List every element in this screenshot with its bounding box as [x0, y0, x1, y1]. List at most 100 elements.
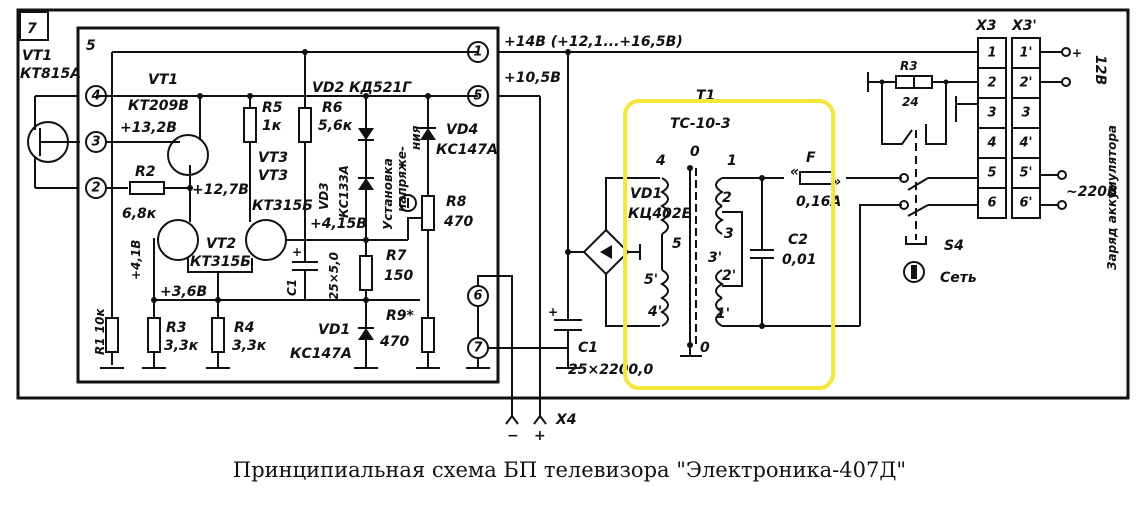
pin-6: 6 [467, 285, 489, 307]
tap-2: 2 [722, 190, 732, 206]
r8-label: R8 [446, 194, 467, 210]
tap-4p: 4' [647, 304, 662, 320]
svg-text:1: 1 [473, 45, 482, 60]
pin-1: 1 [467, 41, 489, 63]
c1-inner-label: C1 [285, 279, 299, 296]
label-12v: 12В [1092, 55, 1108, 85]
vd3-type: КС133А [337, 165, 351, 218]
vt2-type: КТ315Б [190, 254, 251, 270]
fuse-label: F [806, 150, 816, 166]
tap-4: 4 [655, 153, 666, 169]
pin-2: 2 [85, 177, 107, 199]
x3p-connector: 1'2'34'5'6' [1011, 37, 1041, 219]
x3p-pin-cell [1011, 187, 1041, 219]
r7-value: 150 [384, 268, 413, 284]
tap-3: 3 [724, 226, 734, 242]
s4-label: S4 [944, 238, 964, 254]
x3p-pin-label: 3 [1021, 106, 1030, 121]
voltage-13-2: +13,2В [120, 120, 177, 136]
x3-pin-label: 1 [987, 46, 996, 61]
r2-resistor [129, 181, 165, 195]
voltage-4-15: +4,15В [310, 216, 367, 232]
x3p-pin-cell [1011, 97, 1041, 129]
x3-pin-cell [977, 187, 1007, 219]
block-7-number: 7 [27, 21, 37, 37]
x3p-pin-cell [1011, 157, 1041, 189]
vd2-label: VD2 КД521Г [312, 80, 412, 96]
pin-5: 5 [467, 85, 489, 107]
tap-2p: 2' [722, 268, 736, 284]
pin-3: 3 [85, 131, 107, 153]
c2-value: 0,01 [782, 252, 817, 268]
s4-switch [905, 236, 927, 245]
charge-label: Заряд аккумулятора [1105, 125, 1119, 270]
r3-value: 3,3к [164, 338, 199, 354]
r5-label: R5 [262, 100, 283, 116]
c1-inner-value: 25×5,0 [327, 252, 341, 300]
r5-resistor [243, 107, 257, 143]
x3p-pin-label: 1' [1019, 46, 1032, 61]
vd1-bridge-label: VD1 [630, 186, 662, 202]
vt3-label-b: VT3 [258, 168, 288, 184]
x3-pin-label: 4 [986, 136, 996, 151]
r7-label: R7 [386, 248, 407, 264]
x3p-pin-label: 2' [1019, 76, 1032, 91]
r4-label: R4 [234, 320, 255, 336]
r3-right-value: 24 [902, 95, 919, 109]
voltage-12-7: +12,7В [192, 182, 249, 198]
vd2-diode [358, 128, 374, 140]
outer-frame [16, 8, 1130, 400]
adjust-label-2: напряже- [395, 146, 409, 212]
svg-text:5: 5 [473, 89, 482, 104]
x3p-pin-label: 4' [1018, 136, 1032, 151]
svg-text:6: 6 [473, 289, 482, 304]
t1-type: ТС-10-3 [670, 116, 731, 132]
x3-pin-cell [977, 67, 1007, 99]
x3p-pin-cell [1011, 127, 1041, 159]
vt3-transistor [245, 219, 287, 261]
primary-coil-3 [715, 269, 724, 299]
tap-1: 1 [727, 153, 737, 169]
r1-label: R1 10к [93, 308, 107, 355]
adjust-marker-icon [399, 194, 417, 212]
vd4-label: VD4 [446, 122, 478, 138]
vd1-label: VD1 [318, 322, 350, 338]
primary-coil-2 [715, 205, 724, 235]
x3-pin-label: 5 [987, 166, 996, 181]
svg-text:2: 2 [91, 181, 100, 196]
tap-5: 5 [672, 236, 682, 252]
x4-minus: − [507, 428, 519, 444]
transformer-highlight [623, 99, 835, 390]
pin-7: 7 [467, 337, 489, 359]
r9-resistor [421, 317, 435, 353]
svg-text:3: 3 [91, 135, 100, 150]
vt3-type: КТ315Б [252, 198, 313, 214]
vt3-label-a: VT3 [258, 150, 288, 166]
r6-resistor [298, 107, 312, 143]
r3-resistor [147, 317, 161, 353]
c1-out-value: 25×2200,0 [568, 362, 653, 378]
r2-label: R2 [135, 164, 156, 180]
c1-out-label: C1 [578, 340, 598, 356]
primary-coil-4 [715, 297, 724, 327]
fuse-connector-right: » [832, 174, 841, 190]
diagram-caption: Принципиальная схема БП телевизора "Элек… [232, 458, 907, 482]
r4-value: 3,3к [232, 338, 267, 354]
primary-coil-1 [715, 177, 724, 207]
x3-pin-label: 3 [987, 106, 996, 121]
transformer-core [689, 168, 697, 345]
vt1-label: VT1 [148, 72, 178, 88]
voltage-14: +14В (+12,1...+16,5В) [504, 34, 683, 50]
fuse [799, 171, 833, 185]
r4-resistor [211, 317, 225, 353]
r8-potentiometer [421, 195, 435, 231]
vd1-bridge-type: КЦ402Е [628, 206, 692, 222]
x3p-pin-label: 6' [1019, 196, 1032, 211]
x3p-label: X3' [1011, 18, 1037, 34]
vd4-type: КС147А [436, 142, 498, 158]
pin-4: 4 [85, 85, 107, 107]
r1-resistor [105, 317, 119, 353]
r8-value: 470 [443, 214, 473, 230]
x3-pin-label: 2 [987, 76, 996, 91]
